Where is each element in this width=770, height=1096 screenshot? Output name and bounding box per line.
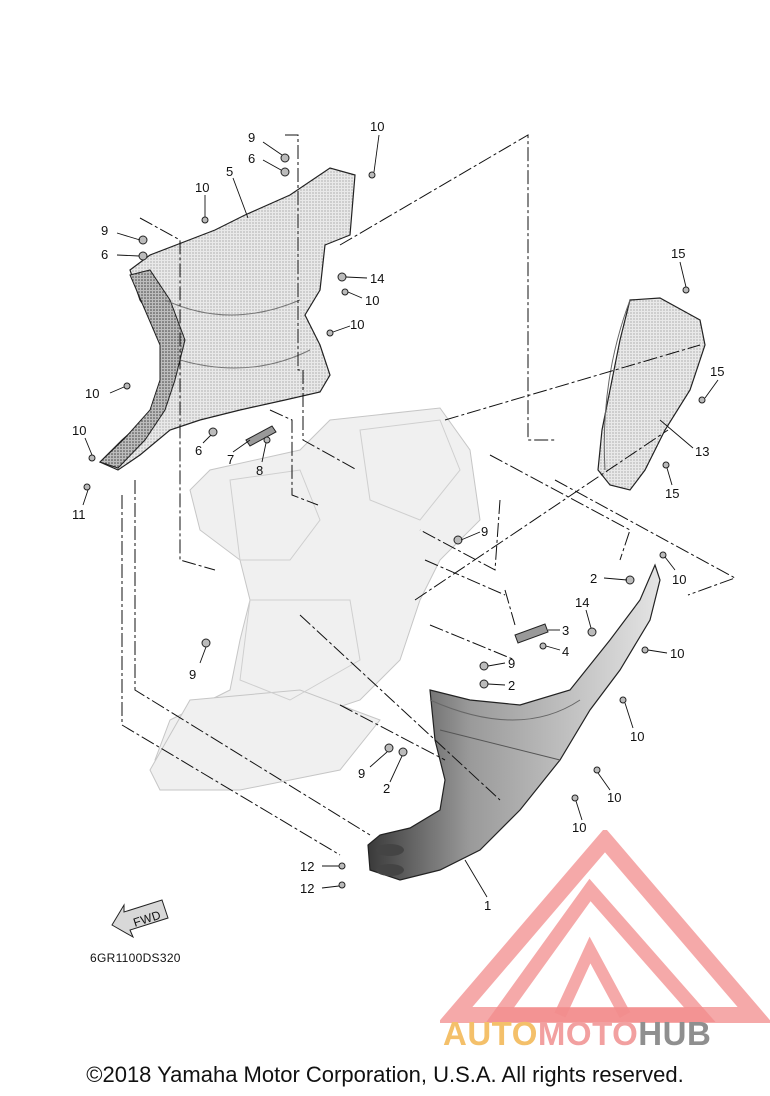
callout-10: 10	[72, 423, 86, 438]
bracket-7[interactable]	[245, 425, 277, 447]
callout-9: 9	[481, 524, 488, 539]
callout-12: 12	[300, 881, 314, 896]
fasteners	[83, 153, 706, 889]
floor-cover[interactable]	[367, 563, 661, 881]
callout-12: 12	[300, 859, 314, 874]
callout-10: 10	[672, 572, 686, 587]
callout-9: 9	[189, 667, 196, 682]
callouts: 9 6 10 10 5 9 6 14 10 10 15 15 13 15 10 …	[72, 119, 724, 913]
callout-10: 10	[365, 293, 379, 308]
callout-9: 9	[508, 656, 515, 671]
callout-6: 6	[248, 151, 255, 166]
callout-2: 2	[508, 678, 515, 693]
callout-9: 9	[358, 766, 365, 781]
callout-3: 3	[562, 623, 569, 638]
callout-10: 10	[370, 119, 384, 134]
callout-2: 2	[590, 571, 597, 586]
callout-6: 6	[101, 247, 108, 262]
leader-lines	[82, 134, 719, 898]
part-code: 6GR1100DS320	[90, 951, 181, 965]
bracket-3[interactable]	[514, 623, 549, 644]
callout-13: 13	[695, 444, 709, 459]
callout-6: 6	[195, 443, 202, 458]
callout-14: 14	[370, 271, 384, 286]
assembly-lines	[121, 134, 737, 856]
callout-10: 10	[607, 790, 621, 805]
callout-10: 10	[670, 646, 684, 661]
callout-8: 8	[256, 463, 263, 478]
callout-5: 5	[226, 164, 233, 179]
callout-10: 10	[350, 317, 364, 332]
copyright-notice: ©2018 Yamaha Motor Corporation, U.S.A. A…	[86, 1062, 684, 1087]
callout-9: 9	[248, 130, 255, 145]
automotohub-wordmark: AUTOMOTOHUB	[443, 1015, 712, 1052]
automotohub-logo-icon	[440, 830, 770, 1023]
callout-1: 1	[484, 898, 491, 913]
callout-2: 2	[383, 781, 390, 796]
callout-4: 4	[562, 644, 569, 659]
callout-9: 9	[101, 223, 108, 238]
callout-15: 15	[665, 486, 679, 501]
callout-11: 11	[72, 507, 86, 522]
callout-10: 10	[85, 386, 99, 401]
callout-10: 10	[572, 820, 586, 835]
callout-7: 7	[227, 452, 234, 467]
callout-14: 14	[575, 595, 589, 610]
side-cover[interactable]	[597, 297, 706, 491]
callout-10: 10	[195, 180, 209, 195]
callout-15: 15	[710, 364, 724, 379]
callout-15: 15	[671, 246, 685, 261]
fwd-arrow-icon: FWD	[111, 899, 169, 939]
front-inner-panel[interactable]	[98, 167, 356, 471]
frame-ghost	[149, 407, 481, 791]
callout-10: 10	[630, 729, 644, 744]
